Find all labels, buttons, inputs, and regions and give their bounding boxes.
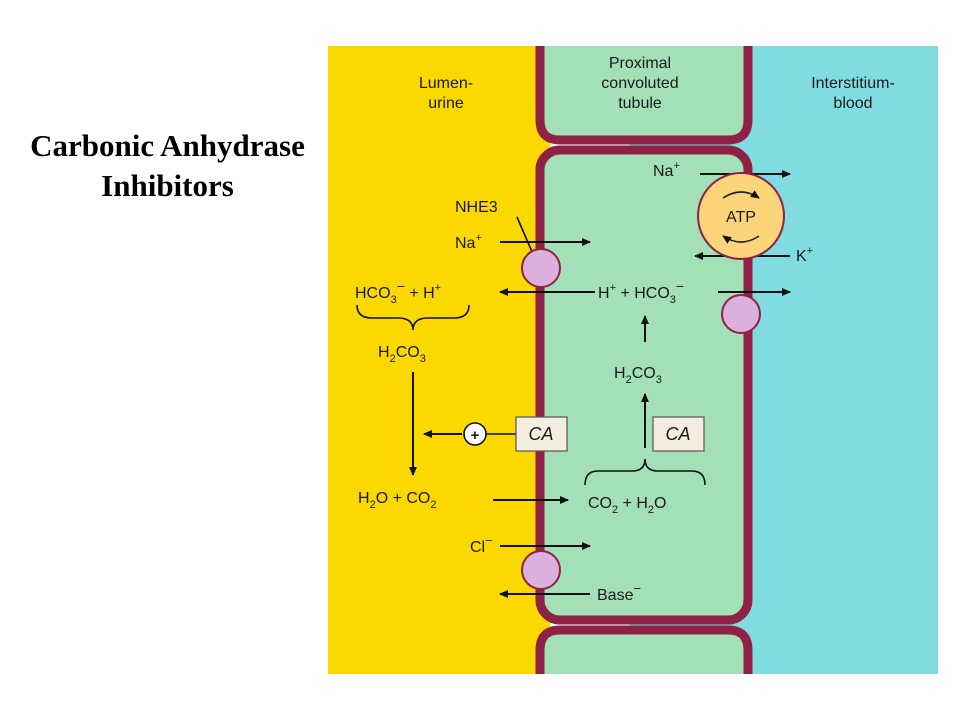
slide-title: Carbonic Anhydrase Inhibitors: [0, 126, 335, 206]
interstitium-label-2: blood: [833, 95, 872, 112]
k-label: K+: [796, 245, 813, 265]
cell-co2-h2o-label: CO2 + H2O: [588, 495, 667, 516]
lumen-h2o-co2-label: H2O + CO2: [358, 490, 437, 511]
tubule-label-2: convoluted: [601, 75, 678, 92]
lumen-label-2: urine: [428, 95, 464, 112]
lumen-region: [328, 46, 550, 674]
lumen-hco3-h-label: HCO3− + H+: [355, 278, 441, 306]
pump-cycle-arrow-bottom: [722, 235, 760, 244]
pump-cycle-arrow-top: [722, 190, 760, 199]
interstitium-label-1: Interstitium-: [811, 75, 895, 92]
basolateral-transporter: [721, 294, 761, 334]
na-k-atpase-pump: [697, 172, 785, 260]
na-cell-label: Na+: [653, 160, 680, 180]
tubule-label-3: tubule: [618, 95, 662, 112]
atp-label: ATP: [726, 209, 756, 226]
base-label: Base−: [597, 581, 641, 604]
luminal-carbonic-anhydrase: [515, 416, 568, 452]
nhe3-label: NHE3: [455, 199, 498, 216]
stimulation-plus: +: [471, 427, 480, 444]
cl-label: Cl−: [470, 533, 493, 556]
cell-ca-label: CA: [665, 424, 690, 444]
cellular-carbonic-anhydrase: [652, 416, 705, 452]
lower-cell: [535, 625, 753, 674]
tubule-label-1: Proximal: [609, 55, 671, 72]
proximal-tubule-cell: [535, 145, 753, 625]
lumen-brace: [356, 304, 470, 331]
cell-brace: [584, 458, 706, 486]
lumen-label-1: Lumen-: [419, 75, 473, 92]
title-line-1: Carbonic Anhydrase: [30, 128, 305, 163]
lumen-ca-label: CA: [528, 424, 553, 444]
cell-h-hco3-label: H+ + HCO3−: [598, 278, 684, 306]
na-lumen-label: Na+: [455, 232, 482, 252]
cell-h2co3-label: H2CO3: [614, 365, 662, 386]
nhe3-transporter: [521, 248, 561, 288]
title-line-2: Inhibitors: [101, 168, 234, 203]
nhe3-pointer: [516, 216, 534, 255]
upper-cell: [535, 46, 753, 145]
cl-base-exchanger: [521, 550, 561, 590]
lumen-h2co3-label: H2CO3: [378, 344, 426, 365]
